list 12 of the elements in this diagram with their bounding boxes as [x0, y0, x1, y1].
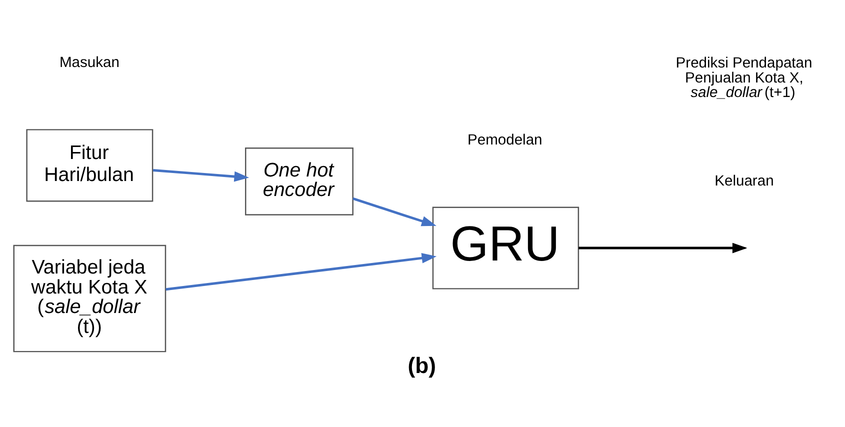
- label: Masukan: [59, 54, 120, 71]
- node-box: GRU: [432, 206, 580, 290]
- arrow: [166, 252, 437, 291]
- arrow: [352, 197, 436, 226]
- label: Prediksi Pendapatan Penjualan Kota X, sale_dollar (t+1): [676, 56, 812, 102]
- caption: (b): [408, 353, 436, 378]
- label: Keluaran: [714, 173, 774, 190]
- node-box: Fitur Hari/bulan: [26, 129, 154, 202]
- label: Pemodelan: [467, 132, 542, 149]
- node-box: One hot encoder: [245, 148, 354, 216]
- node-box: Variabel jeda waktu Kota X (sale_dollar (t)): [13, 244, 166, 352]
- arrow: [152, 169, 250, 182]
